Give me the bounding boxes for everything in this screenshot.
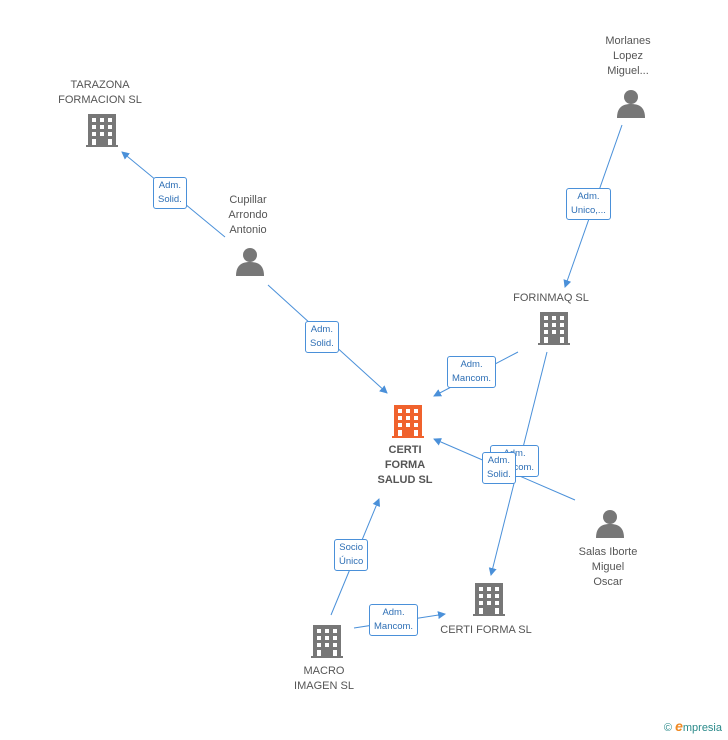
node-cupillar-label[interactable]: Cupillar Arrondo Antonio [208,193,288,238]
relation-line: Único [339,556,364,567]
node-certi-forma-label[interactable]: CERTI FORMA SL [436,623,536,638]
person-icon [596,510,624,538]
label-line: TARAZONA [70,79,130,91]
brand-logo-letter: e [675,718,683,734]
node-forinmaq-label[interactable]: FORINMAQ SL [506,291,596,306]
relation-line: Solid. [158,194,182,205]
relation-line: Unico,... [571,205,606,216]
relation-line: Solid. [487,469,511,480]
node-morlanes-label[interactable]: Morlanes Lopez Miguel... [588,34,668,79]
label-line: Miguel... [607,65,649,77]
label-line: Cupillar [229,194,267,206]
relation-badge[interactable]: Adm. Mancom. [447,356,497,388]
copyright-symbol: © [663,722,673,734]
relation-badge[interactable]: Adm. Solid. [153,177,187,209]
relation-line: Adm. [487,455,510,466]
relation-line: Adm. [158,180,181,191]
relation-badge[interactable]: Adm. Solid. [482,452,516,484]
person-icon [617,90,645,118]
building-icon-main [392,405,424,438]
relation-line: Adm. [382,607,405,618]
relation-badge[interactable]: Adm. Unico,... [566,188,611,220]
building-icon [473,583,505,616]
relation-line: Mancom. [452,373,492,384]
label-line: Antonio [229,224,267,236]
person-icon [236,248,264,276]
building-icon [311,625,343,658]
label-line: CERTI FORMA SL [440,624,532,636]
brand-name: mpresia [682,722,722,734]
building-icon [538,312,570,345]
relation-line: Adm. [460,359,483,370]
node-certi-main-label[interactable]: CERTI FORMA SALUD SL [365,443,445,488]
label-line: Lopez [613,50,643,62]
relation-badge[interactable]: Socio Único [334,539,369,571]
label-line: Arrondo [228,209,268,221]
relation-badge[interactable]: Adm. Solid. [305,321,339,353]
node-salas-label[interactable]: Salas Iborte Miguel Oscar [563,545,653,590]
label-line: Salas Iborte [578,546,638,558]
relation-line: Solid. [310,338,334,349]
relation-line: Mancom. [374,621,414,632]
label-line: SALUD SL [377,474,433,486]
node-macro-label[interactable]: MACRO IMAGEN SL [284,664,364,694]
label-line: FORINMAQ SL [513,292,589,304]
relation-badge[interactable]: Adm. Mancom. [369,604,419,636]
label-line: MACRO [303,665,345,677]
footer-brand[interactable]: © empresia [664,718,722,734]
relation-line: Adm. [577,191,600,202]
node-tarazona-label[interactable]: TARAZONA FORMACION SL [48,78,152,108]
label-line: Oscar [593,576,623,588]
label-line: Miguel [591,561,625,573]
label-line: FORMACION SL [58,94,142,106]
label-line: CERTI [388,444,422,456]
label-line: IMAGEN SL [294,680,354,692]
label-line: Morlanes [605,35,651,47]
relation-line: Socio [339,542,364,553]
label-line: FORMA [384,459,426,471]
building-icon [86,114,118,147]
relation-line: Adm. [310,324,333,335]
